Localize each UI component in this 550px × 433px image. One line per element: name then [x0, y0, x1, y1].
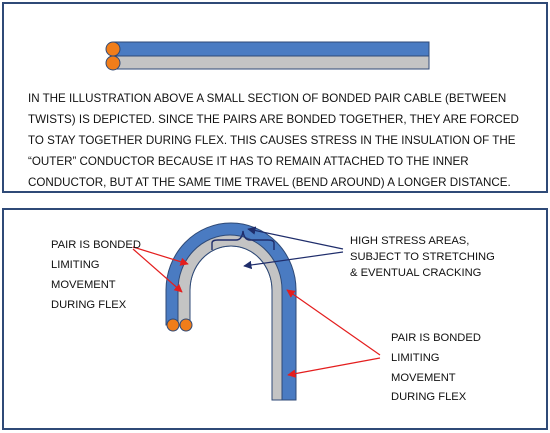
outer-conductor-straight	[112, 41, 430, 57]
label-top-right-line-2: SUBJECT TO STRETCHING	[350, 251, 495, 263]
label-bottom-right: PAIR IS BONDED LIMITING MOVEMENT DURING …	[391, 332, 484, 403]
label-top-right-line-3: & EVENTUAL CRACKING	[350, 267, 481, 279]
inner-conductor-bent	[177, 234, 283, 401]
label-left-line-3: MOVEMENT	[51, 279, 116, 291]
bent-pair-cable	[165, 222, 297, 401]
top-caption: IN THE ILLUSTRATION ABOVE A SMALL SECTIO…	[28, 92, 519, 189]
top-panel	[2, 2, 548, 193]
bond-arrow-right-upper	[286, 289, 381, 356]
bond-arrow-left-upper	[132, 246, 189, 266]
stress-arrow-lower	[243, 251, 344, 270]
stress-area-brace	[211, 230, 275, 250]
conductor-end-bottom	[105, 55, 121, 71]
label-left-line-4: DURING FLEX	[51, 299, 127, 311]
inner-conductor-straight	[112, 55, 430, 70]
label-bottom-right-line-1: PAIR IS BONDED	[391, 332, 481, 344]
conductor-end-top	[105, 41, 121, 57]
label-bottom-right-line-4: DURING FLEX	[391, 391, 467, 403]
label-bottom-right-line-2: LIMITING	[391, 352, 439, 364]
bent-conductor-end-left	[166, 318, 180, 332]
straight-pair-cable	[105, 41, 430, 71]
label-top-right-line-1: HIGH STRESS AREAS,	[350, 235, 469, 247]
label-left: PAIR IS BONDED LIMITING MOVEMENT DURING …	[51, 239, 144, 311]
bond-arrow-right-lower	[287, 357, 381, 378]
stress-arrow-top	[247, 226, 344, 250]
bond-arrow-left-lower	[132, 248, 183, 293]
label-bottom-right-line-3: MOVEMENT	[391, 372, 456, 384]
label-top-right: HIGH STRESS AREAS, SUBJECT TO STRETCHING…	[350, 235, 498, 279]
bent-conductor-end-right	[179, 318, 193, 332]
label-left-line-2: LIMITING	[51, 259, 99, 271]
label-left-line-1: PAIR IS BONDED	[51, 239, 141, 251]
